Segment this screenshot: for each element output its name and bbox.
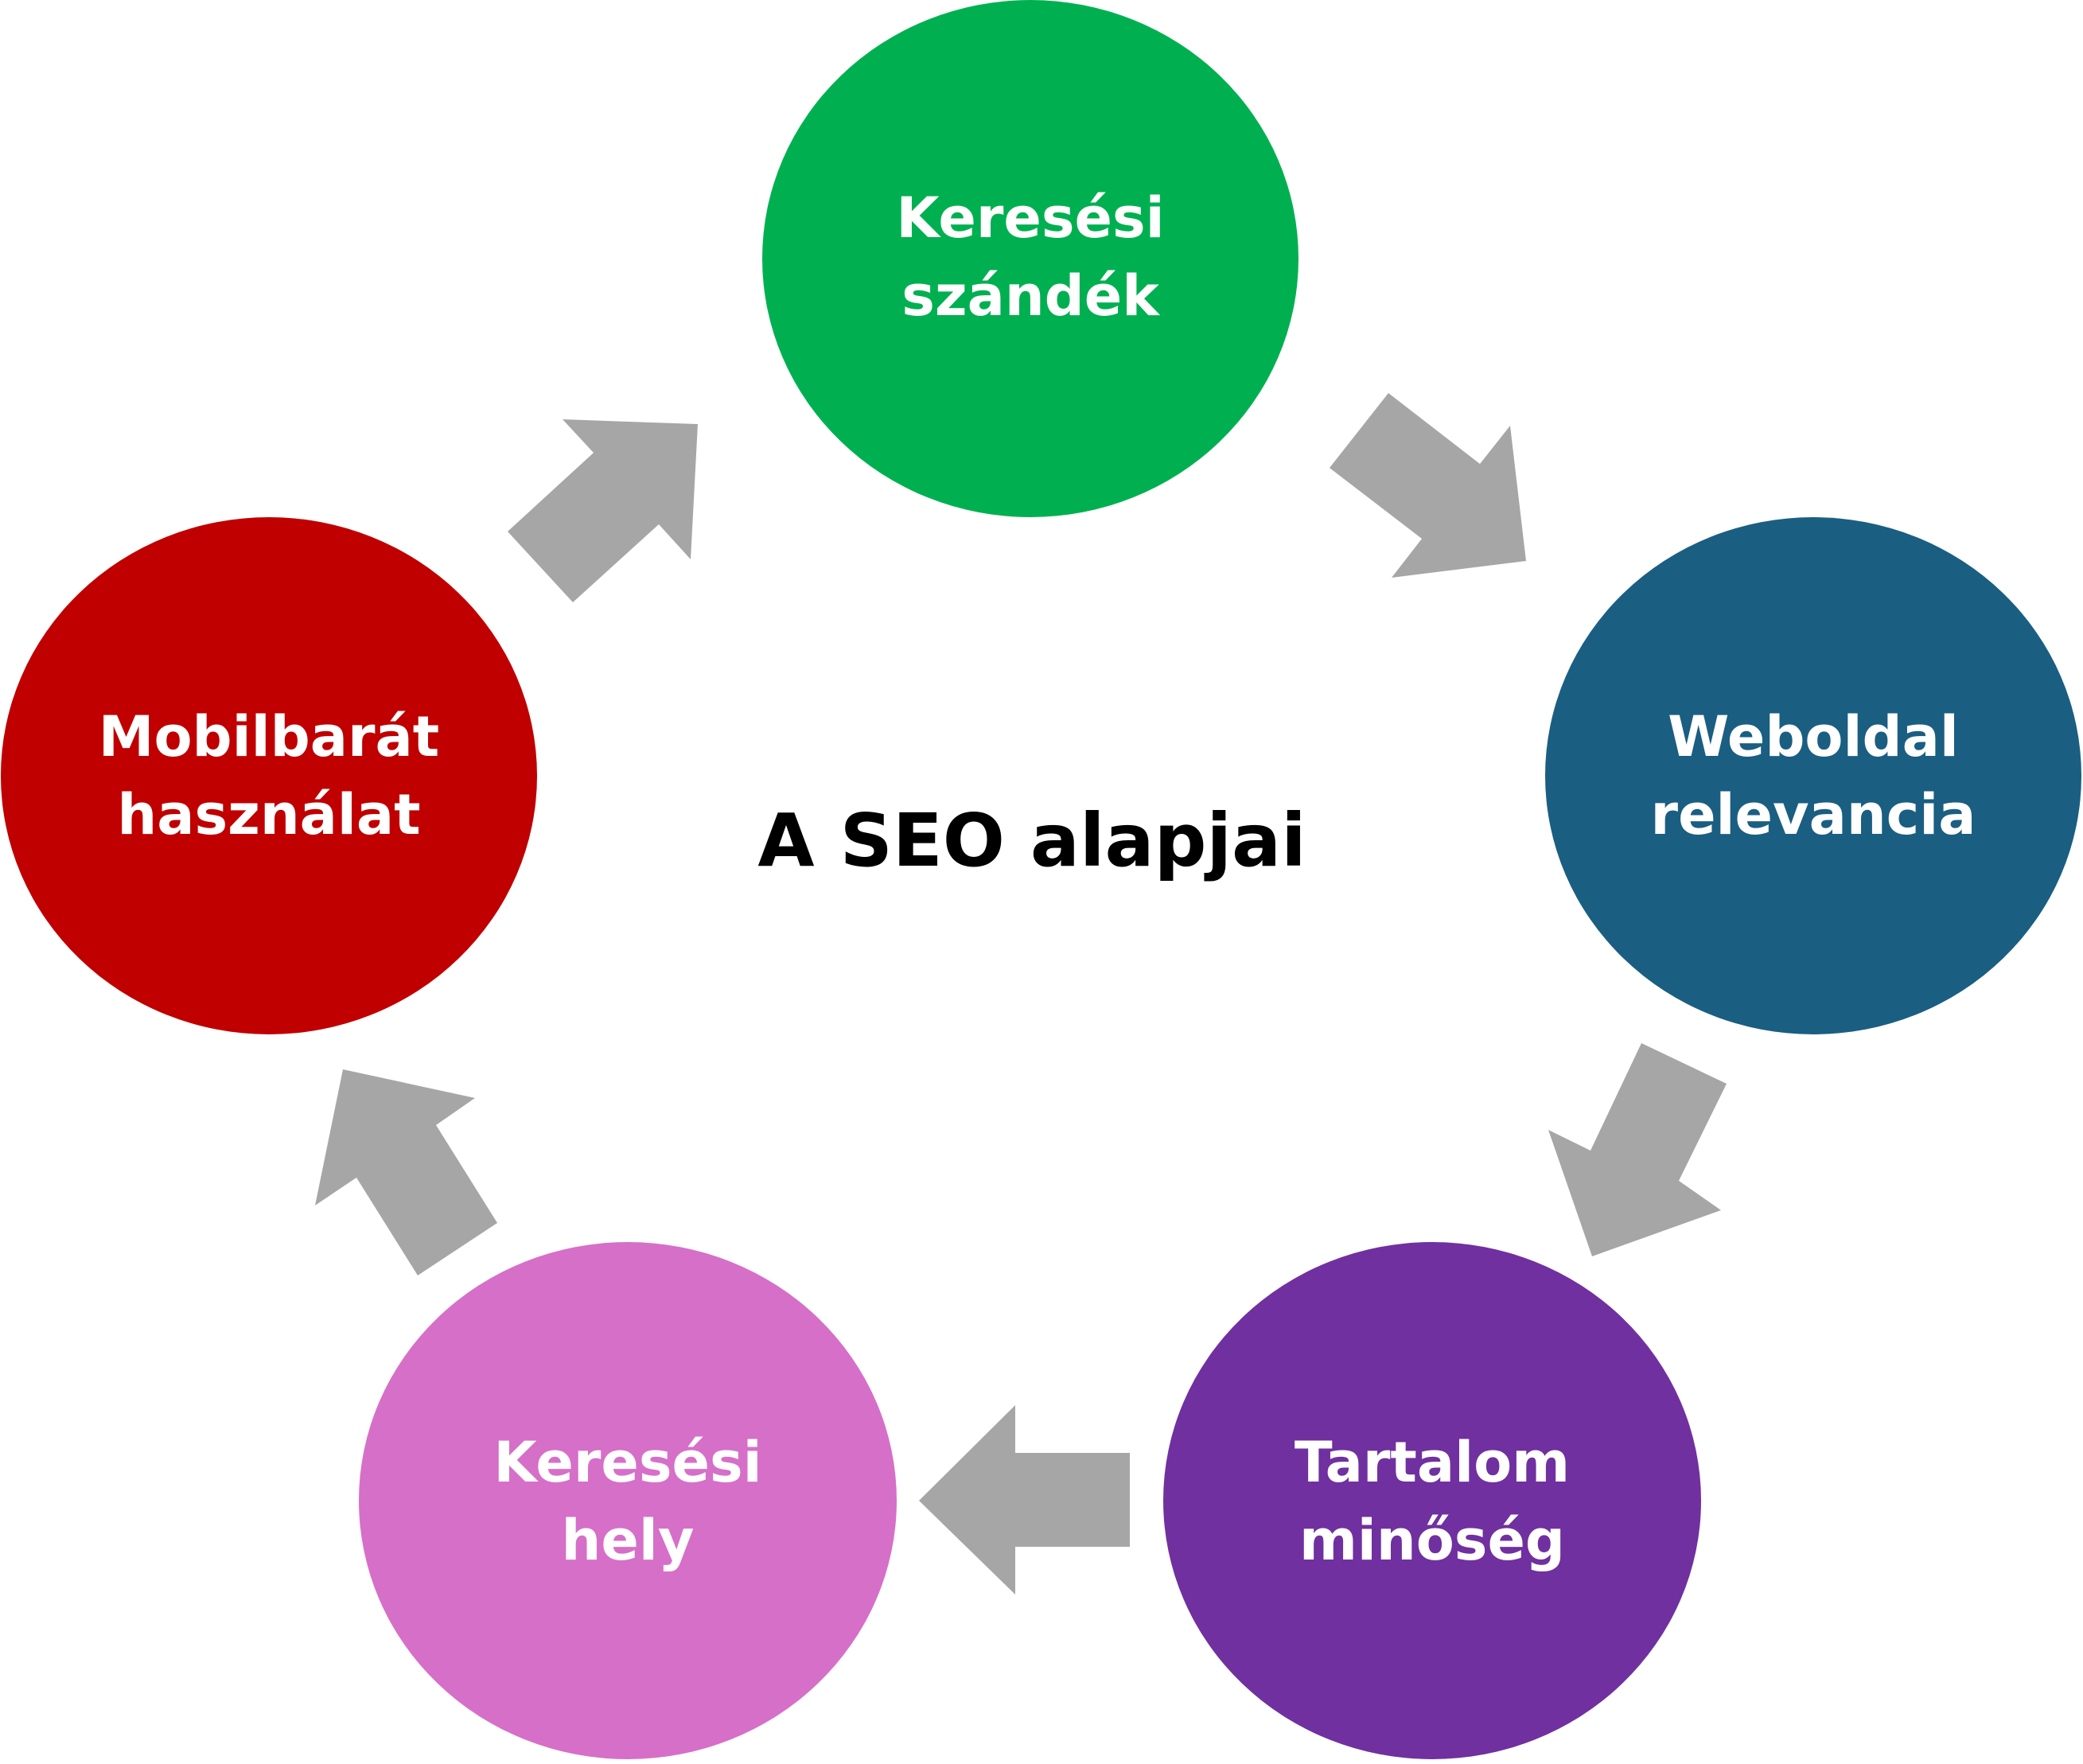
node-keresesi-hely-circle bbox=[359, 1242, 897, 1759]
node-weboldal-relevancia: Weboldal relevancia bbox=[1545, 517, 2081, 1034]
node-keresesi-hely-label-line2: hely bbox=[562, 1508, 695, 1573]
node-tartalom-minoseg: Tartalom minőség bbox=[1163, 1242, 1701, 1759]
arrow-keresesi-szandek-to-weboldal-relevancia bbox=[1330, 393, 1526, 578]
node-keresesi-szandek-label-line1: Keresési bbox=[896, 185, 1164, 251]
node-keresesi-szandek: Keresési szándék bbox=[762, 0, 1298, 517]
node-keresesi-szandek-label-line2: szándék bbox=[901, 263, 1160, 329]
node-weboldal-relevancia-label-line2: relevancia bbox=[1651, 782, 1976, 847]
arrow-mobilbarat-hasznalat-to-keresesi-szandek bbox=[508, 419, 698, 602]
arrow-keresesi-hely-to-mobilbarat-hasznalat bbox=[315, 1069, 497, 1275]
node-keresesi-szandek-circle bbox=[762, 0, 1298, 517]
diagram-title: A SEO alapjai bbox=[757, 798, 1306, 883]
node-weboldal-relevancia-label-line1: Weboldal bbox=[1668, 704, 1959, 769]
node-tartalom-minoseg-circle bbox=[1163, 1242, 1701, 1759]
node-mobilbarat-hasznalat-label-line1: Mobilbarát bbox=[99, 704, 439, 769]
node-weboldal-relevancia-circle bbox=[1545, 517, 2081, 1034]
node-tartalom-minoseg-label-line1: Tartalom bbox=[1295, 1430, 1570, 1495]
node-mobilbarat-hasznalat-circle bbox=[1, 517, 537, 1034]
node-keresesi-hely-label-line1: Keresési bbox=[493, 1430, 761, 1495]
node-tartalom-minoseg-label-line2: minőség bbox=[1299, 1508, 1565, 1573]
arrow-weboldal-relevancia-to-tartalom-minoseg bbox=[1548, 1043, 1727, 1256]
node-mobilbarat-hasznalat-label-line2: használat bbox=[117, 782, 420, 847]
arrow-tartalom-minoseg-to-keresesi-hely bbox=[919, 1405, 1130, 1595]
node-keresesi-hely: Keresési hely bbox=[359, 1242, 897, 1759]
node-mobilbarat-hasznalat: Mobilbarát használat bbox=[1, 517, 537, 1034]
